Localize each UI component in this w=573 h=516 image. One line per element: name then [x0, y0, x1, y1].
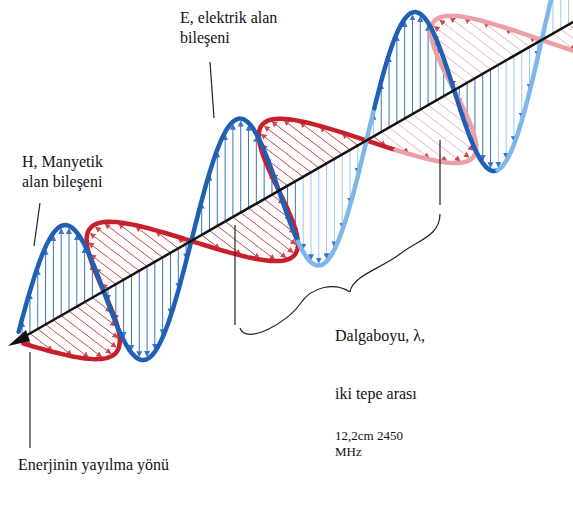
e-field-arrow: [256, 137, 257, 204]
e-field-arrow: [334, 159, 335, 247]
e-field-arrow: [45, 250, 46, 325]
e-field-arrow: [232, 125, 233, 217]
e-field-arrow: [225, 135, 226, 221]
e-field-arrow: [482, 74, 483, 160]
dimension-label: Dalgaboyu, λ,: [333, 326, 427, 346]
h-field-arrow: [561, 29, 573, 57]
h-field-arrow: [233, 217, 286, 257]
e-field-arrow: [490, 69, 491, 167]
electric-wave: [298, 108, 374, 265]
h-field-arrow: [265, 126, 319, 167]
e-field-arrow: [162, 257, 163, 334]
e-field-arrow: [428, 26, 429, 105]
e-field-arrow: [248, 126, 249, 208]
leader-line: [34, 203, 40, 246]
h-field-arrow: [241, 213, 293, 253]
e-field-arrow: [552, 0, 553, 33]
e-field-arrow: [560, 0, 561, 29]
dimension-value: 12,2cm 2450 MHz: [333, 428, 423, 461]
h-field-arrow: [412, 114, 468, 157]
e-field-arrow: [240, 122, 241, 213]
wave-group: [19, 0, 573, 360]
e-field-arrow: [310, 172, 311, 259]
e-field-arrow: [350, 150, 351, 203]
e-field-arrow: [37, 270, 38, 329]
e-field-arrow: [326, 163, 327, 258]
e-field-arrow: [506, 60, 507, 158]
wavelength-marker: [234, 225, 235, 325]
e-field-arrow: [61, 229, 62, 316]
h-field-arrow: [90, 234, 139, 271]
electric-wave: [19, 119, 298, 361]
e-field-arrow: [217, 153, 218, 226]
wavelength-marker: [439, 140, 440, 205]
h-field-arrow: [272, 122, 326, 163]
e-field-arrow: [53, 236, 54, 320]
e-field-arrow: [521, 51, 522, 117]
e-field-arrow: [404, 22, 405, 119]
axis-arrowhead: [8, 330, 30, 346]
h-field-arrow: [69, 311, 116, 347]
e-field-arrow: [420, 17, 421, 110]
axis-label: E, elektrik alan bileşeni: [178, 8, 302, 48]
e-field-arrow: [147, 266, 148, 356]
electric-wave: [374, 12, 497, 171]
h-field-arrow: [569, 25, 573, 62]
h-field-arrow: [96, 227, 147, 266]
leader-line: [210, 62, 214, 118]
e-field-arrow: [389, 57, 390, 127]
e-field-arrow: [131, 275, 132, 349]
e-field-arrow: [498, 65, 499, 167]
h-field-arrow: [61, 316, 111, 354]
e-field-arrow: [318, 168, 319, 263]
e-field-arrow: [209, 176, 210, 231]
e-field-arrow: [396, 36, 397, 123]
leader-line: [29, 352, 30, 448]
e-field-arrow: [84, 248, 85, 302]
axis-label: H, Manyetik alan bileşeni: [20, 152, 134, 192]
e-field-arrow: [513, 56, 514, 141]
dimension-label: iki tepe arası: [333, 384, 419, 404]
wavelength-brace: [240, 214, 440, 334]
h-field-arrow: [53, 320, 101, 357]
e-field-arrow: [154, 262, 155, 349]
e-field-arrow: [412, 15, 413, 114]
e-field-arrow: [68, 229, 69, 311]
e-field-arrow: [170, 253, 171, 314]
e-field-arrow: [303, 177, 304, 249]
e-field-arrow: [123, 280, 124, 337]
axis-label: Enerjinin yayılma yönü: [16, 455, 171, 475]
e-field-arrow: [139, 271, 140, 356]
e-field-arrow: [342, 154, 343, 227]
e-field-arrow: [568, 0, 569, 25]
e-field-arrow: [76, 235, 77, 306]
electric-wave: [498, 0, 573, 170]
